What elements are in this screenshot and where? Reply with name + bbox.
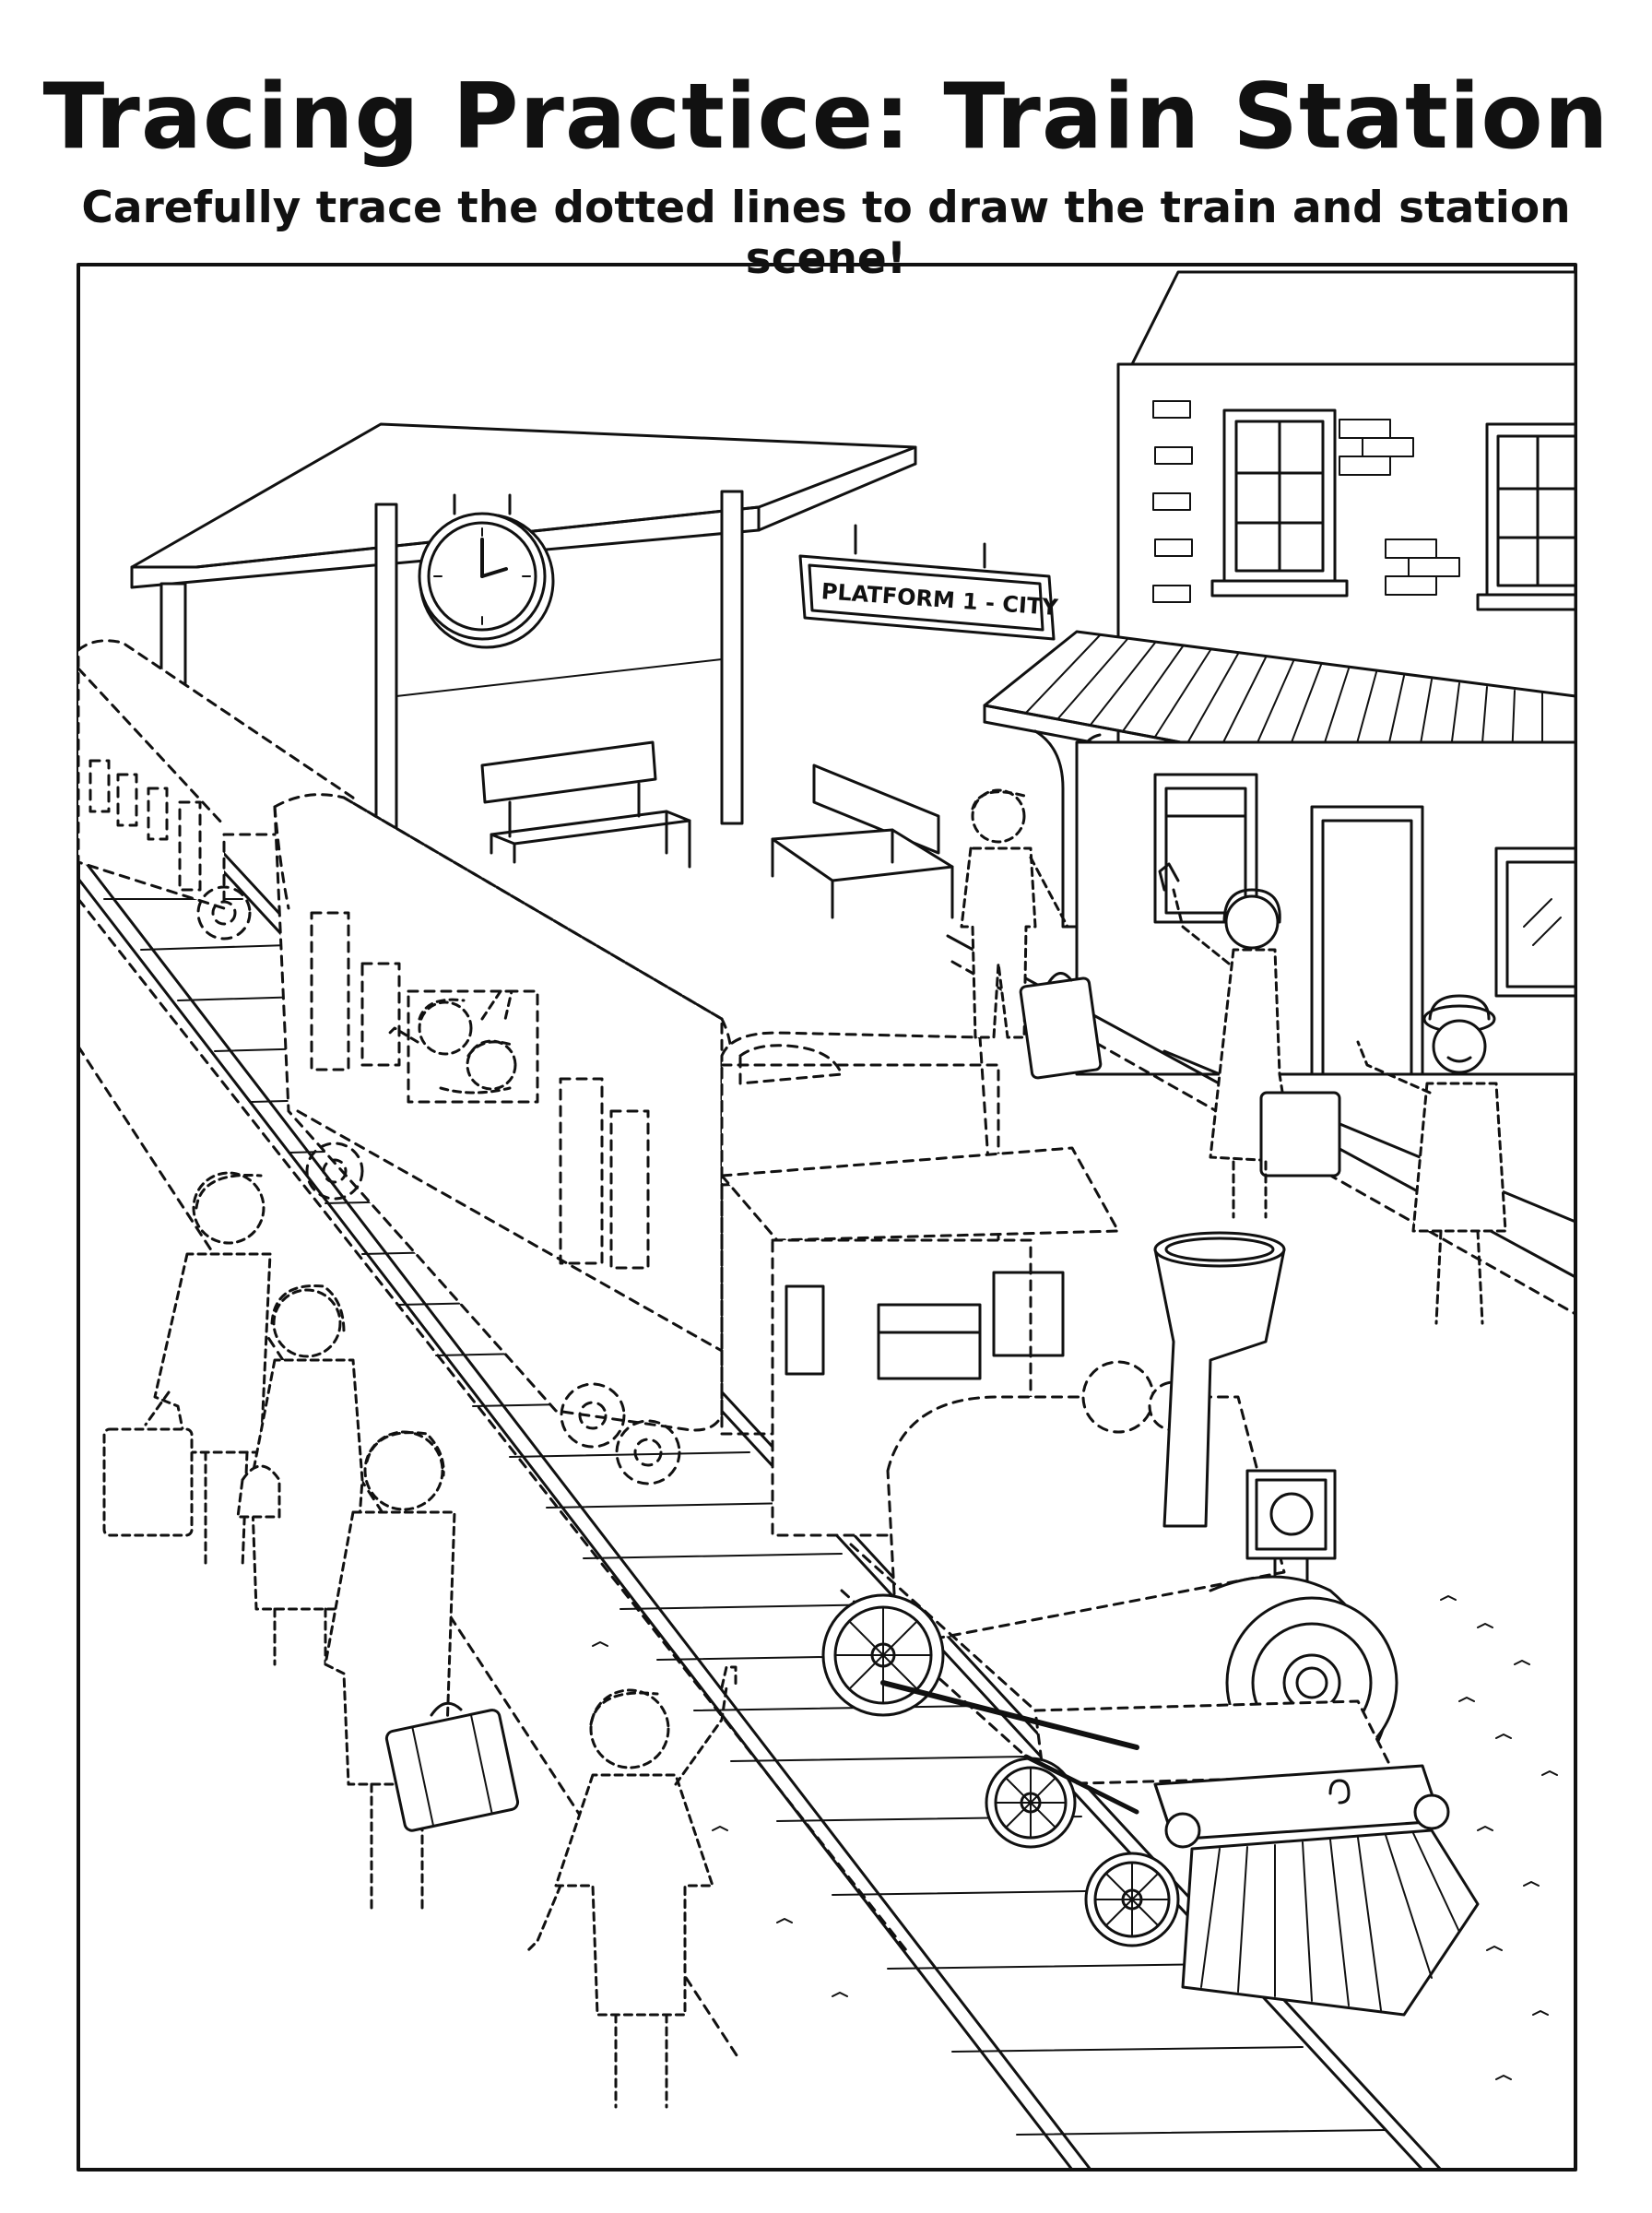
cab-window-left (785, 1284, 825, 1376)
bench-right (771, 763, 954, 919)
waving-boy (526, 1665, 738, 2109)
passenger-carriage (273, 793, 733, 1485)
woman-suitcase (1259, 1091, 1341, 1178)
cow-catcher (1181, 1828, 1480, 2017)
foreground-suitcase (384, 1701, 520, 1832)
worksheet-scene: PLATFORM 1 - CITY (77, 263, 1577, 2172)
traveler-with-suitcase (960, 788, 1103, 1080)
waving-woman (1158, 862, 1341, 1219)
page-title: Tracing Practice: Train Station (42, 65, 1610, 170)
driving-wheel-front (1084, 1852, 1180, 1947)
man-with-briefcase (102, 1171, 272, 1569)
waving-children (385, 989, 517, 1095)
driving-wheel-large (821, 1593, 945, 1717)
station-door (1310, 805, 1424, 1076)
station-building (983, 270, 1577, 1076)
carriage-window (407, 989, 539, 1104)
piston-rod (1023, 1754, 1139, 1815)
cab-window-front (877, 1303, 982, 1380)
station-conductor (1356, 994, 1507, 1325)
headlamp (1245, 1469, 1337, 1583)
buffer-beam (1153, 1764, 1450, 1849)
station-clock (418, 493, 555, 649)
driving-wheel-mid (985, 1757, 1077, 1849)
platform-sign: PLATFORM 1 - CITY (798, 524, 1059, 641)
scene-frame (77, 263, 1577, 2172)
upper-window-right (1476, 422, 1577, 611)
ground-window (1153, 773, 1258, 924)
clock-minute-hand (480, 567, 508, 578)
bench-left (480, 740, 691, 869)
connecting-rod (880, 1680, 1139, 1750)
platform-shelter (130, 422, 917, 866)
rear-carriage (77, 639, 355, 941)
traveler-suitcase (1019, 976, 1103, 1080)
man-carrying-suitcase (324, 1430, 456, 1915)
smokestack (1153, 1231, 1286, 1528)
page-subtitle: Carefully trace the dotted lines to draw… (81, 183, 1571, 284)
ground-window-right (1494, 846, 1577, 998)
upper-window-left (1210, 408, 1349, 598)
